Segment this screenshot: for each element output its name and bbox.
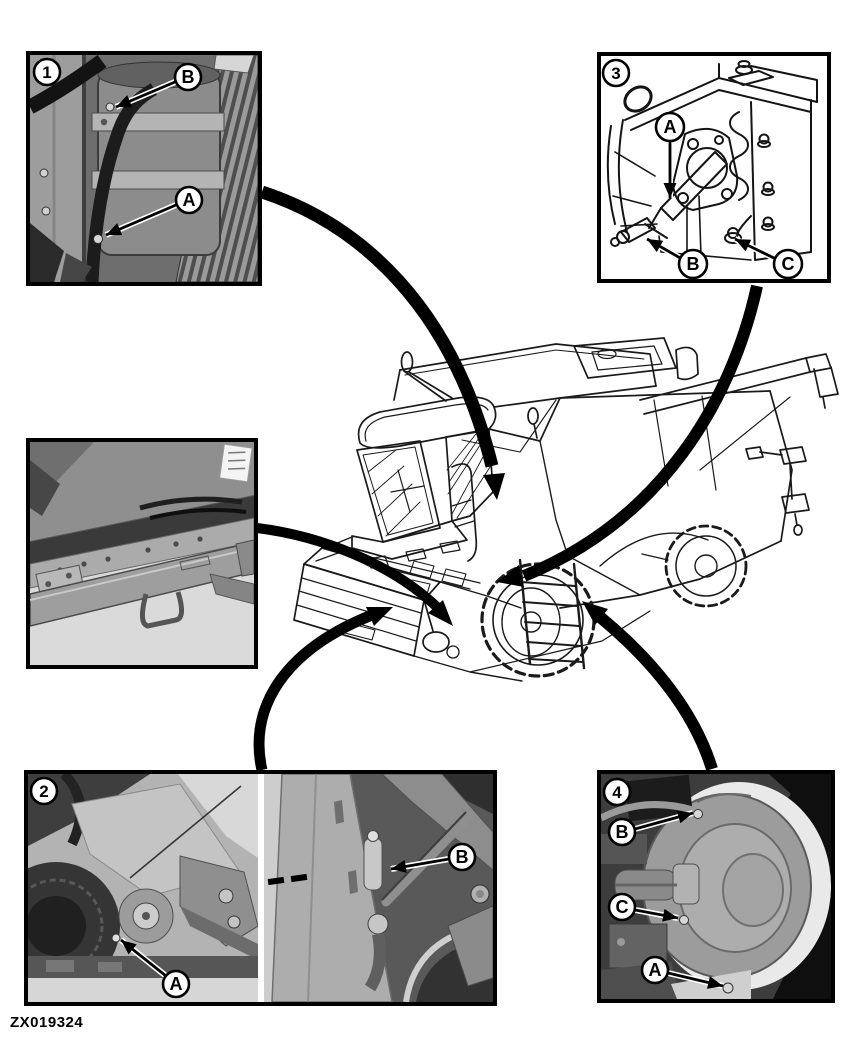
inset-4-panel: B C A 4: [597, 770, 835, 1003]
drawing-content: [601, 56, 827, 279]
connector-arrow-inset2: [253, 607, 393, 772]
callout-b-label: B: [616, 822, 629, 842]
inset-3-callout-c-badge: C: [772, 248, 804, 279]
inset-4-photo: B C A 4: [601, 774, 831, 999]
callout-a-label: A: [170, 974, 183, 994]
inset-1-panel: B A 1: [26, 51, 262, 286]
inset-2-number-badge: 2: [29, 776, 59, 806]
connector-arrow-inset3: [497, 284, 763, 587]
combine-drawing: [293, 337, 839, 682]
callout-a-label: A: [183, 190, 196, 210]
inset-1-callout-b-pointer: [114, 79, 177, 110]
inset-1-photo: B A 1: [30, 55, 258, 282]
inset-1-callout-b-badge: B: [173, 62, 203, 92]
photo-content: [30, 55, 258, 282]
callout-b-label: B: [456, 847, 469, 867]
photo-left-content: [28, 774, 259, 1002]
connector-arrow-inset1: [259, 185, 505, 500]
inset-3-drawing: A B C 3: [601, 56, 827, 279]
inset-4-callout-a-badge: A: [640, 955, 670, 985]
callout-b-label: B: [182, 67, 195, 87]
inset-2-callout-a-pointer: [119, 937, 168, 979]
inset-number-label: 4: [612, 783, 622, 802]
inset-4-callout-c-pointer: [634, 907, 679, 922]
inset-2-callout-b-pointer: [390, 856, 450, 873]
callout-a-label: A: [649, 960, 662, 980]
inset-4-callout-a-pointer: [667, 970, 724, 989]
inset-1-callout-a-badge: A: [174, 185, 204, 215]
photo-content: [30, 442, 254, 665]
inset-2-panel: A 2: [24, 770, 497, 1006]
inset-1-number-badge: 1: [32, 57, 62, 87]
inset-3-callout-c-pointer: [733, 236, 778, 262]
inset-3-panel: A B C 3: [597, 52, 831, 283]
reference-dash: [267, 876, 285, 886]
connector-arrow-inset4: [582, 601, 718, 771]
inset-3-number-badge: 3: [601, 58, 631, 88]
inset-2-photos: A 2: [28, 774, 493, 1002]
inset-3-callout-a-badge: A: [654, 111, 686, 143]
callout-b-label: B: [687, 254, 700, 274]
inset-4-callout-b-pointer: [634, 810, 694, 832]
inset-number-label: 3: [611, 64, 620, 83]
inset-detail-photo: [30, 442, 254, 665]
photo-right-content: B: [264, 774, 493, 1002]
inset-2-callout-a-badge: A: [161, 969, 191, 999]
inset-1-callout-a-pointer: [104, 202, 178, 238]
callout-c-label: C: [616, 897, 629, 917]
inset-detail-panel: [26, 438, 258, 669]
photo-divider: [258, 774, 264, 1002]
inset-3-callout-b-pointer: [645, 236, 684, 262]
inset-4-callout-b-badge: B: [607, 817, 637, 847]
inset-number-label: 2: [39, 782, 48, 801]
inset-number-label: 1: [42, 63, 51, 82]
callout-a-label: A: [664, 117, 677, 137]
photo-content: [601, 774, 831, 999]
inset-4-callout-c-badge: C: [607, 892, 637, 922]
callout-c-label: C: [782, 254, 795, 274]
inset-4-number-badge: 4: [602, 777, 632, 807]
connector-arrow-detail: [256, 523, 453, 626]
inset-3-callout-b-badge: B: [677, 248, 709, 279]
reference-dash: [290, 873, 308, 883]
figure-code: ZX019324: [10, 1014, 84, 1031]
inset-2-callout-b-badge: B: [447, 842, 477, 872]
